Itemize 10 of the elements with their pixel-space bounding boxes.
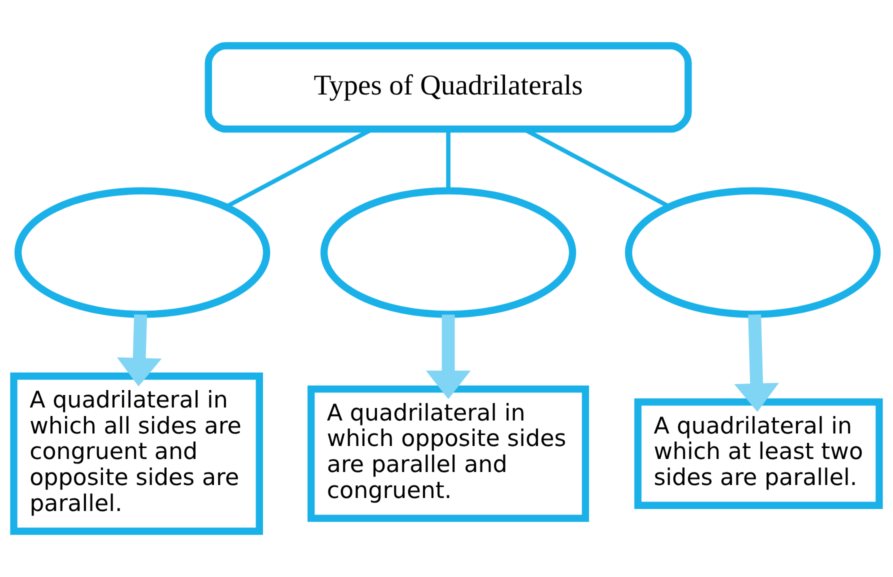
node-ellipse [320,187,576,318]
node-box: A quadrilateral in which at least two sides are parallel. [634,398,883,509]
node-ellipse [14,187,270,318]
node-box: Types of Quadrilaterals [204,42,692,133]
node-box: A quadrilateral in which all sides are congruent and opposite sides are parallel. [10,372,263,535]
node-ellipse [624,187,881,318]
arrow [426,314,471,400]
arrow [734,314,779,412]
arrow [116,314,162,386]
node-box: A quadrilateral in which opposite sides are parallel and congruent. [308,385,590,522]
